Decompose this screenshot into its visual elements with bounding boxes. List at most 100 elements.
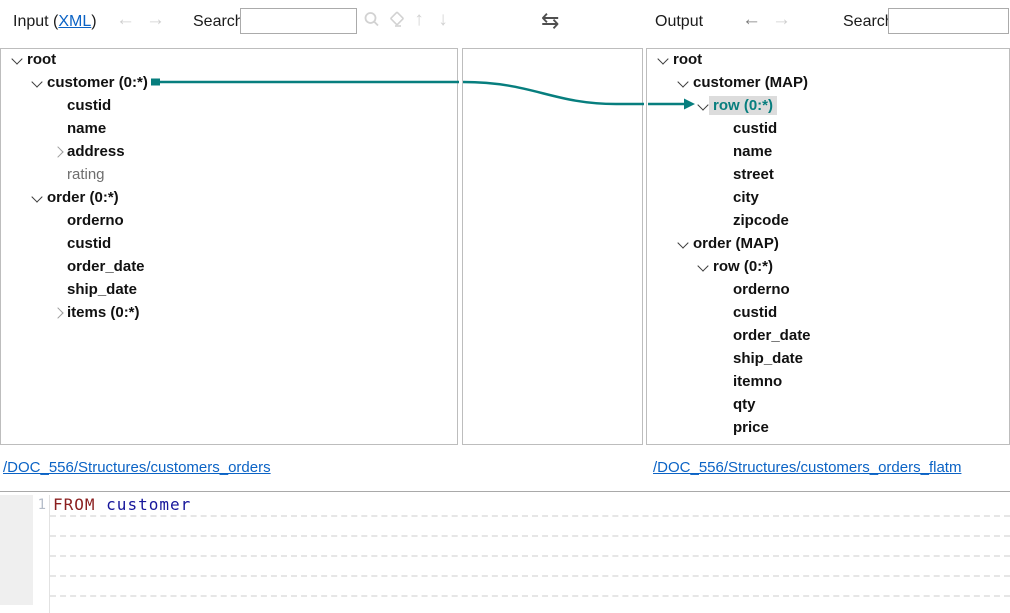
tree-item-qty[interactable]: qty bbox=[646, 393, 1010, 416]
tree-item-label: row (0:*) bbox=[713, 258, 773, 275]
chevron-down-icon[interactable] bbox=[10, 48, 26, 71]
tree-item-label: zipcode bbox=[733, 212, 789, 229]
tree-item-label: custid bbox=[733, 304, 778, 321]
output-search-label: Search: bbox=[843, 13, 899, 30]
tree-item-label: rating bbox=[67, 166, 105, 183]
output-structure-path-link[interactable]: /DOC_556/Structures/customers_orders_fla… bbox=[653, 459, 962, 476]
chevron-right-icon[interactable] bbox=[50, 140, 66, 163]
tree-item-row-0[interactable]: row (0:*) bbox=[646, 255, 1010, 278]
tree-item-city[interactable]: city bbox=[646, 186, 1010, 209]
empty-line-rule bbox=[50, 535, 1010, 537]
query-editor[interactable]: 1 FROM customer bbox=[0, 492, 1010, 613]
output-forward-icon[interactable]: → bbox=[772, 9, 791, 30]
tree-item-label: customer (0:*) bbox=[47, 74, 148, 91]
tree-item-custid[interactable]: custid bbox=[646, 117, 1010, 140]
tree-item-address[interactable]: address bbox=[0, 140, 458, 163]
input-back-icon[interactable]: ← bbox=[116, 9, 135, 30]
input-search-label: Search: bbox=[193, 13, 249, 30]
input-structure-path-link[interactable]: /DOC_556/Structures/customers_orders bbox=[3, 459, 271, 476]
tree-item-row-0[interactable]: row (0:*) bbox=[646, 94, 1010, 117]
tree-item-order-date[interactable]: order_date bbox=[0, 255, 458, 278]
chevron-down-icon[interactable] bbox=[30, 71, 46, 94]
tree-item-label: ship_date bbox=[733, 350, 804, 367]
chevron-down-icon[interactable] bbox=[696, 255, 712, 278]
tree-item-label: orderno bbox=[733, 281, 790, 298]
tree-item-label: ship_date bbox=[67, 281, 138, 298]
input-forward-icon[interactable]: → bbox=[146, 9, 165, 30]
tree-item-itemno[interactable]: itemno bbox=[646, 370, 1010, 393]
input-tree: root customer (0:*) custid name address ratin… bbox=[0, 48, 458, 445]
tree-item-ship-date[interactable]: ship_date bbox=[0, 278, 458, 301]
output-back-icon[interactable]: ← bbox=[742, 9, 761, 30]
find-next-icon[interactable]: ↓ bbox=[438, 9, 448, 30]
code-line[interactable]: FROM customer bbox=[53, 495, 191, 514]
input-search-field[interactable] bbox=[240, 8, 357, 34]
code-token-keyword: FROM bbox=[53, 495, 96, 514]
tree-item-price[interactable]: price bbox=[646, 416, 1010, 439]
eraser-clear-icon[interactable] bbox=[385, 10, 407, 32]
empty-line-rule bbox=[50, 515, 1010, 517]
tree-item-label: items (0:*) bbox=[67, 304, 140, 321]
mapping-canvas-panel bbox=[462, 48, 643, 445]
output-panel-title: Output bbox=[655, 13, 704, 30]
tree-item-label: name bbox=[67, 120, 107, 137]
chevron-down-icon[interactable] bbox=[676, 232, 692, 255]
tree-item-label: orderno bbox=[67, 212, 124, 229]
tree-item-label: street bbox=[733, 166, 774, 183]
tree-item-custid[interactable]: custid bbox=[0, 94, 458, 117]
tree-item-customer-map[interactable]: customer (MAP) bbox=[646, 71, 1010, 94]
tree-item-label: custid bbox=[733, 120, 778, 137]
tree-item-orderno[interactable]: orderno bbox=[646, 278, 1010, 301]
swap-direction-icon[interactable]: ⇆ bbox=[541, 8, 560, 33]
search-icon[interactable] bbox=[361, 10, 383, 32]
tree-item-ship-date[interactable]: ship_date bbox=[646, 347, 1010, 370]
chevron-down-icon[interactable] bbox=[676, 71, 692, 94]
editor-gutter bbox=[0, 495, 33, 605]
tree-item-label: price bbox=[733, 419, 769, 436]
tree-item-items-0[interactable]: items (0:*) bbox=[0, 301, 458, 324]
tree-item-order-date[interactable]: order_date bbox=[646, 324, 1010, 347]
tree-item-name[interactable]: name bbox=[646, 140, 1010, 163]
tree-item-label: customer (MAP) bbox=[693, 74, 809, 91]
tree-item-label: root bbox=[673, 51, 703, 68]
tree-item-label: root bbox=[27, 51, 57, 68]
tree-item-custid[interactable]: custid bbox=[0, 232, 458, 255]
line-number: 1 bbox=[37, 497, 46, 513]
output-search-field[interactable] bbox=[888, 8, 1009, 34]
code-token-identifier: customer bbox=[106, 495, 192, 514]
find-previous-icon[interactable]: ↑ bbox=[414, 9, 424, 30]
tree-item-label: row (0:*) bbox=[709, 96, 777, 115]
tree-item-orderno[interactable]: orderno bbox=[0, 209, 458, 232]
tree-item-root[interactable]: root bbox=[646, 48, 1010, 71]
tree-item-name[interactable]: name bbox=[0, 117, 458, 140]
tree-item-rating[interactable]: rating bbox=[0, 163, 458, 186]
tree-item-root[interactable]: root bbox=[0, 48, 458, 71]
chevron-down-icon[interactable] bbox=[656, 48, 672, 71]
tree-item-label: address bbox=[67, 143, 125, 160]
tree-item-order-map[interactable]: order (MAP) bbox=[646, 232, 1010, 255]
editor-separator bbox=[0, 491, 1010, 492]
tree-item-label: order (0:*) bbox=[47, 189, 119, 206]
code-token-plain bbox=[96, 495, 107, 514]
tree-item-label: city bbox=[733, 189, 759, 206]
editor-gutter-separator bbox=[49, 495, 50, 613]
tree-item-label: itemno bbox=[733, 373, 783, 390]
tree-item-label: qty bbox=[733, 396, 756, 413]
tree-item-order-0[interactable]: order (0:*) bbox=[0, 186, 458, 209]
input-tree-panel bbox=[0, 48, 458, 445]
tree-item-label: name bbox=[733, 143, 773, 160]
chevron-right-icon[interactable] bbox=[50, 301, 66, 324]
tree-item-label: order (MAP) bbox=[693, 235, 779, 252]
tree-item-street[interactable]: street bbox=[646, 163, 1010, 186]
tree-item-label: custid bbox=[67, 235, 112, 252]
empty-line-rule bbox=[50, 595, 1010, 597]
output-tree: root customer (MAP) row (0:*) custid name str… bbox=[646, 48, 1010, 445]
tree-item-customer-0[interactable]: customer (0:*) bbox=[0, 71, 458, 94]
input-format-link[interactable]: XML bbox=[58, 13, 92, 30]
tree-item-custid[interactable]: custid bbox=[646, 301, 1010, 324]
tree-item-zipcode[interactable]: zipcode bbox=[646, 209, 1010, 232]
empty-line-rule bbox=[50, 555, 1010, 557]
chevron-down-icon[interactable] bbox=[30, 186, 46, 209]
tree-item-label: order_date bbox=[67, 258, 145, 275]
